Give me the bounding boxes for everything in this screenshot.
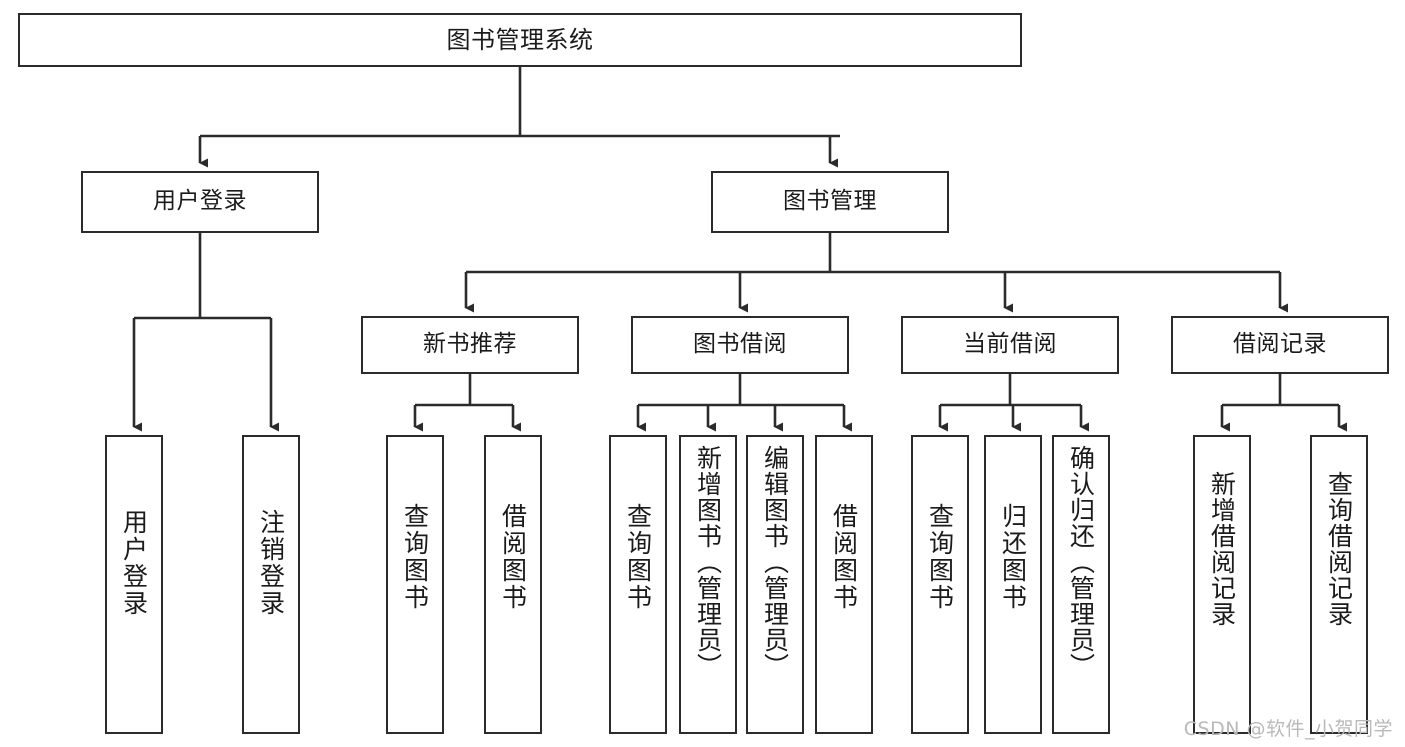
- node-user-login[interactable]: 用户登录: [81, 171, 319, 233]
- node-leaf-user-login-label: 用户登录: [119, 509, 149, 617]
- node-leaf-query-book-borrow-label: 查询图书: [623, 503, 653, 611]
- node-borrow-record-label: 借阅记录: [1233, 331, 1327, 358]
- node-book-borrow-label: 图书借阅: [693, 331, 787, 358]
- node-leaf-query-book-cur-label: 查询图书: [925, 503, 955, 611]
- node-leaf-query-record-label: 查询借阅记录: [1324, 471, 1354, 627]
- node-leaf-return-book-label: 归还图书: [998, 503, 1028, 611]
- node-book-manage-label: 图书管理: [783, 188, 877, 215]
- node-leaf-add-record-label: 新增借阅记录: [1207, 471, 1237, 627]
- node-user-login-label: 用户登录: [153, 188, 247, 215]
- node-book-manage[interactable]: 图书管理: [711, 171, 949, 233]
- node-borrow-record[interactable]: 借阅记录: [1171, 316, 1389, 374]
- node-leaf-confirm-return-label: 确认归还（管理员）: [1066, 445, 1096, 679]
- node-leaf-user-login[interactable]: 用户登录: [105, 435, 163, 734]
- node-leaf-user-logout-label: 注销登录: [256, 509, 286, 617]
- node-leaf-add-record[interactable]: 新增借阅记录: [1193, 435, 1251, 734]
- node-root[interactable]: 图书管理系统: [18, 13, 1022, 67]
- node-leaf-query-book-cur[interactable]: 查询图书: [911, 435, 969, 734]
- node-leaf-query-book-borrow[interactable]: 查询图书: [609, 435, 667, 734]
- node-leaf-borrow-book[interactable]: 借阅图书: [815, 435, 873, 734]
- node-leaf-user-logout[interactable]: 注销登录: [242, 435, 300, 734]
- node-leaf-add-book[interactable]: 新增图书（管理员）: [679, 435, 737, 734]
- node-current-borrow[interactable]: 当前借阅: [901, 316, 1119, 374]
- node-leaf-query-book-rec[interactable]: 查询图书: [386, 435, 444, 734]
- node-leaf-query-book-rec-label: 查询图书: [400, 503, 430, 611]
- node-book-borrow[interactable]: 图书借阅: [631, 316, 849, 374]
- node-leaf-return-book[interactable]: 归还图书: [984, 435, 1042, 734]
- node-leaf-query-record[interactable]: 查询借阅记录: [1310, 435, 1368, 734]
- node-leaf-borrow-book-rec[interactable]: 借阅图书: [484, 435, 542, 734]
- node-leaf-confirm-return[interactable]: 确认归还（管理员）: [1052, 435, 1110, 734]
- node-leaf-borrow-book-rec-label: 借阅图书: [498, 503, 528, 611]
- node-leaf-borrow-book-label: 借阅图书: [829, 503, 859, 611]
- node-new-book-recommend[interactable]: 新书推荐: [361, 316, 579, 374]
- node-current-borrow-label: 当前借阅: [963, 331, 1057, 358]
- node-leaf-edit-book-label: 编辑图书（管理员）: [760, 445, 790, 679]
- node-leaf-edit-book[interactable]: 编辑图书（管理员）: [746, 435, 804, 734]
- csdn-watermark: CSDN @软件_小贺同学: [1183, 718, 1393, 740]
- node-root-label: 图书管理系统: [446, 25, 594, 54]
- node-leaf-add-book-label: 新增图书（管理员）: [693, 445, 723, 679]
- node-new-book-recommend-label: 新书推荐: [423, 331, 517, 358]
